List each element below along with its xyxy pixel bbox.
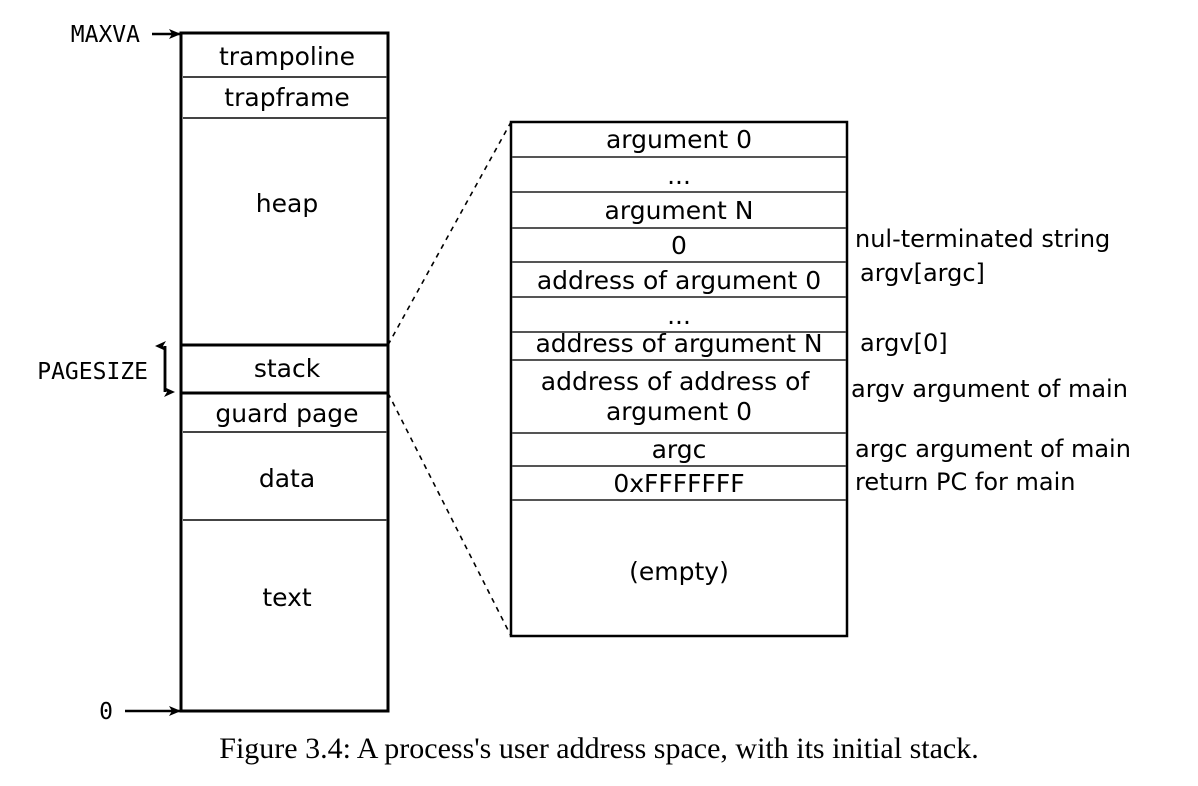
stack-slot-address-of-argument-0: address of argument 0 — [537, 266, 821, 295]
stack-expansion-leaders — [387, 121, 512, 637]
region-label-trapframe: trapframe — [224, 83, 349, 112]
annotation-return-pc-for-main: return PC for main — [855, 468, 1075, 496]
region-label-guard-page: guard page — [215, 399, 358, 428]
annotation-argv-argument-of-main: argv argument of main — [851, 375, 1128, 403]
stack-slot-empty: (empty) — [629, 557, 729, 586]
figure-caption: Figure 3.4: A process's user address spa… — [219, 732, 978, 765]
stack-slot-ellipsis-addresses: ... — [667, 301, 691, 330]
stack-slot-zero: 0 — [671, 231, 687, 260]
stack-detail-outline — [509, 120, 849, 638]
stack-slot-return-pc: 0xFFFFFFF — [613, 469, 744, 498]
stack-detail-box: argument 0 ... argument N 0 address of a… — [509, 120, 849, 638]
zero-label: 0 — [99, 699, 113, 725]
maxva-marker: MAXVA — [71, 22, 181, 48]
annotation-argv-argc: argv[argc] — [860, 259, 985, 287]
stack-slot-argument-n: argument N — [605, 196, 754, 225]
stack-annotations: nul-terminated string argv[argc] argv[0]… — [851, 225, 1131, 496]
leader-bottom — [387, 392, 512, 637]
annotation-nul-terminated-string: nul-terminated string — [855, 225, 1110, 253]
pagesize-label: PAGESIZE — [37, 359, 148, 385]
leader-top — [387, 121, 512, 346]
stack-slot-ellipsis-args: ... — [667, 161, 691, 190]
zero-marker: 0 — [99, 699, 181, 725]
region-label-trampoline: trampoline — [219, 42, 355, 71]
maxva-label: MAXVA — [71, 22, 140, 48]
region-label-stack: stack — [254, 354, 321, 383]
address-space-box: trampoline trapframe heap stack guard pa… — [179, 31, 390, 713]
stack-slot-argv-pointer-line1: address of address of — [541, 367, 811, 396]
pagesize-marker: PAGESIZE — [37, 341, 175, 397]
stack-slot-argc: argc — [652, 435, 707, 464]
region-label-heap: heap — [256, 189, 318, 218]
annotation-argc-argument-of-main: argc argument of main — [855, 435, 1131, 463]
region-label-data: data — [259, 464, 315, 493]
stack-slot-argv-pointer: address of address of argument 0 — [541, 367, 817, 426]
stack-slot-argument-0: argument 0 — [606, 125, 752, 154]
annotation-argv-0: argv[0] — [860, 329, 948, 357]
stack-slot-argv-pointer-line2: argument 0 — [606, 397, 752, 426]
address-space-outline — [179, 31, 390, 713]
region-label-text: text — [262, 583, 312, 612]
stack-slot-address-of-argument-n: address of argument N — [535, 329, 822, 358]
